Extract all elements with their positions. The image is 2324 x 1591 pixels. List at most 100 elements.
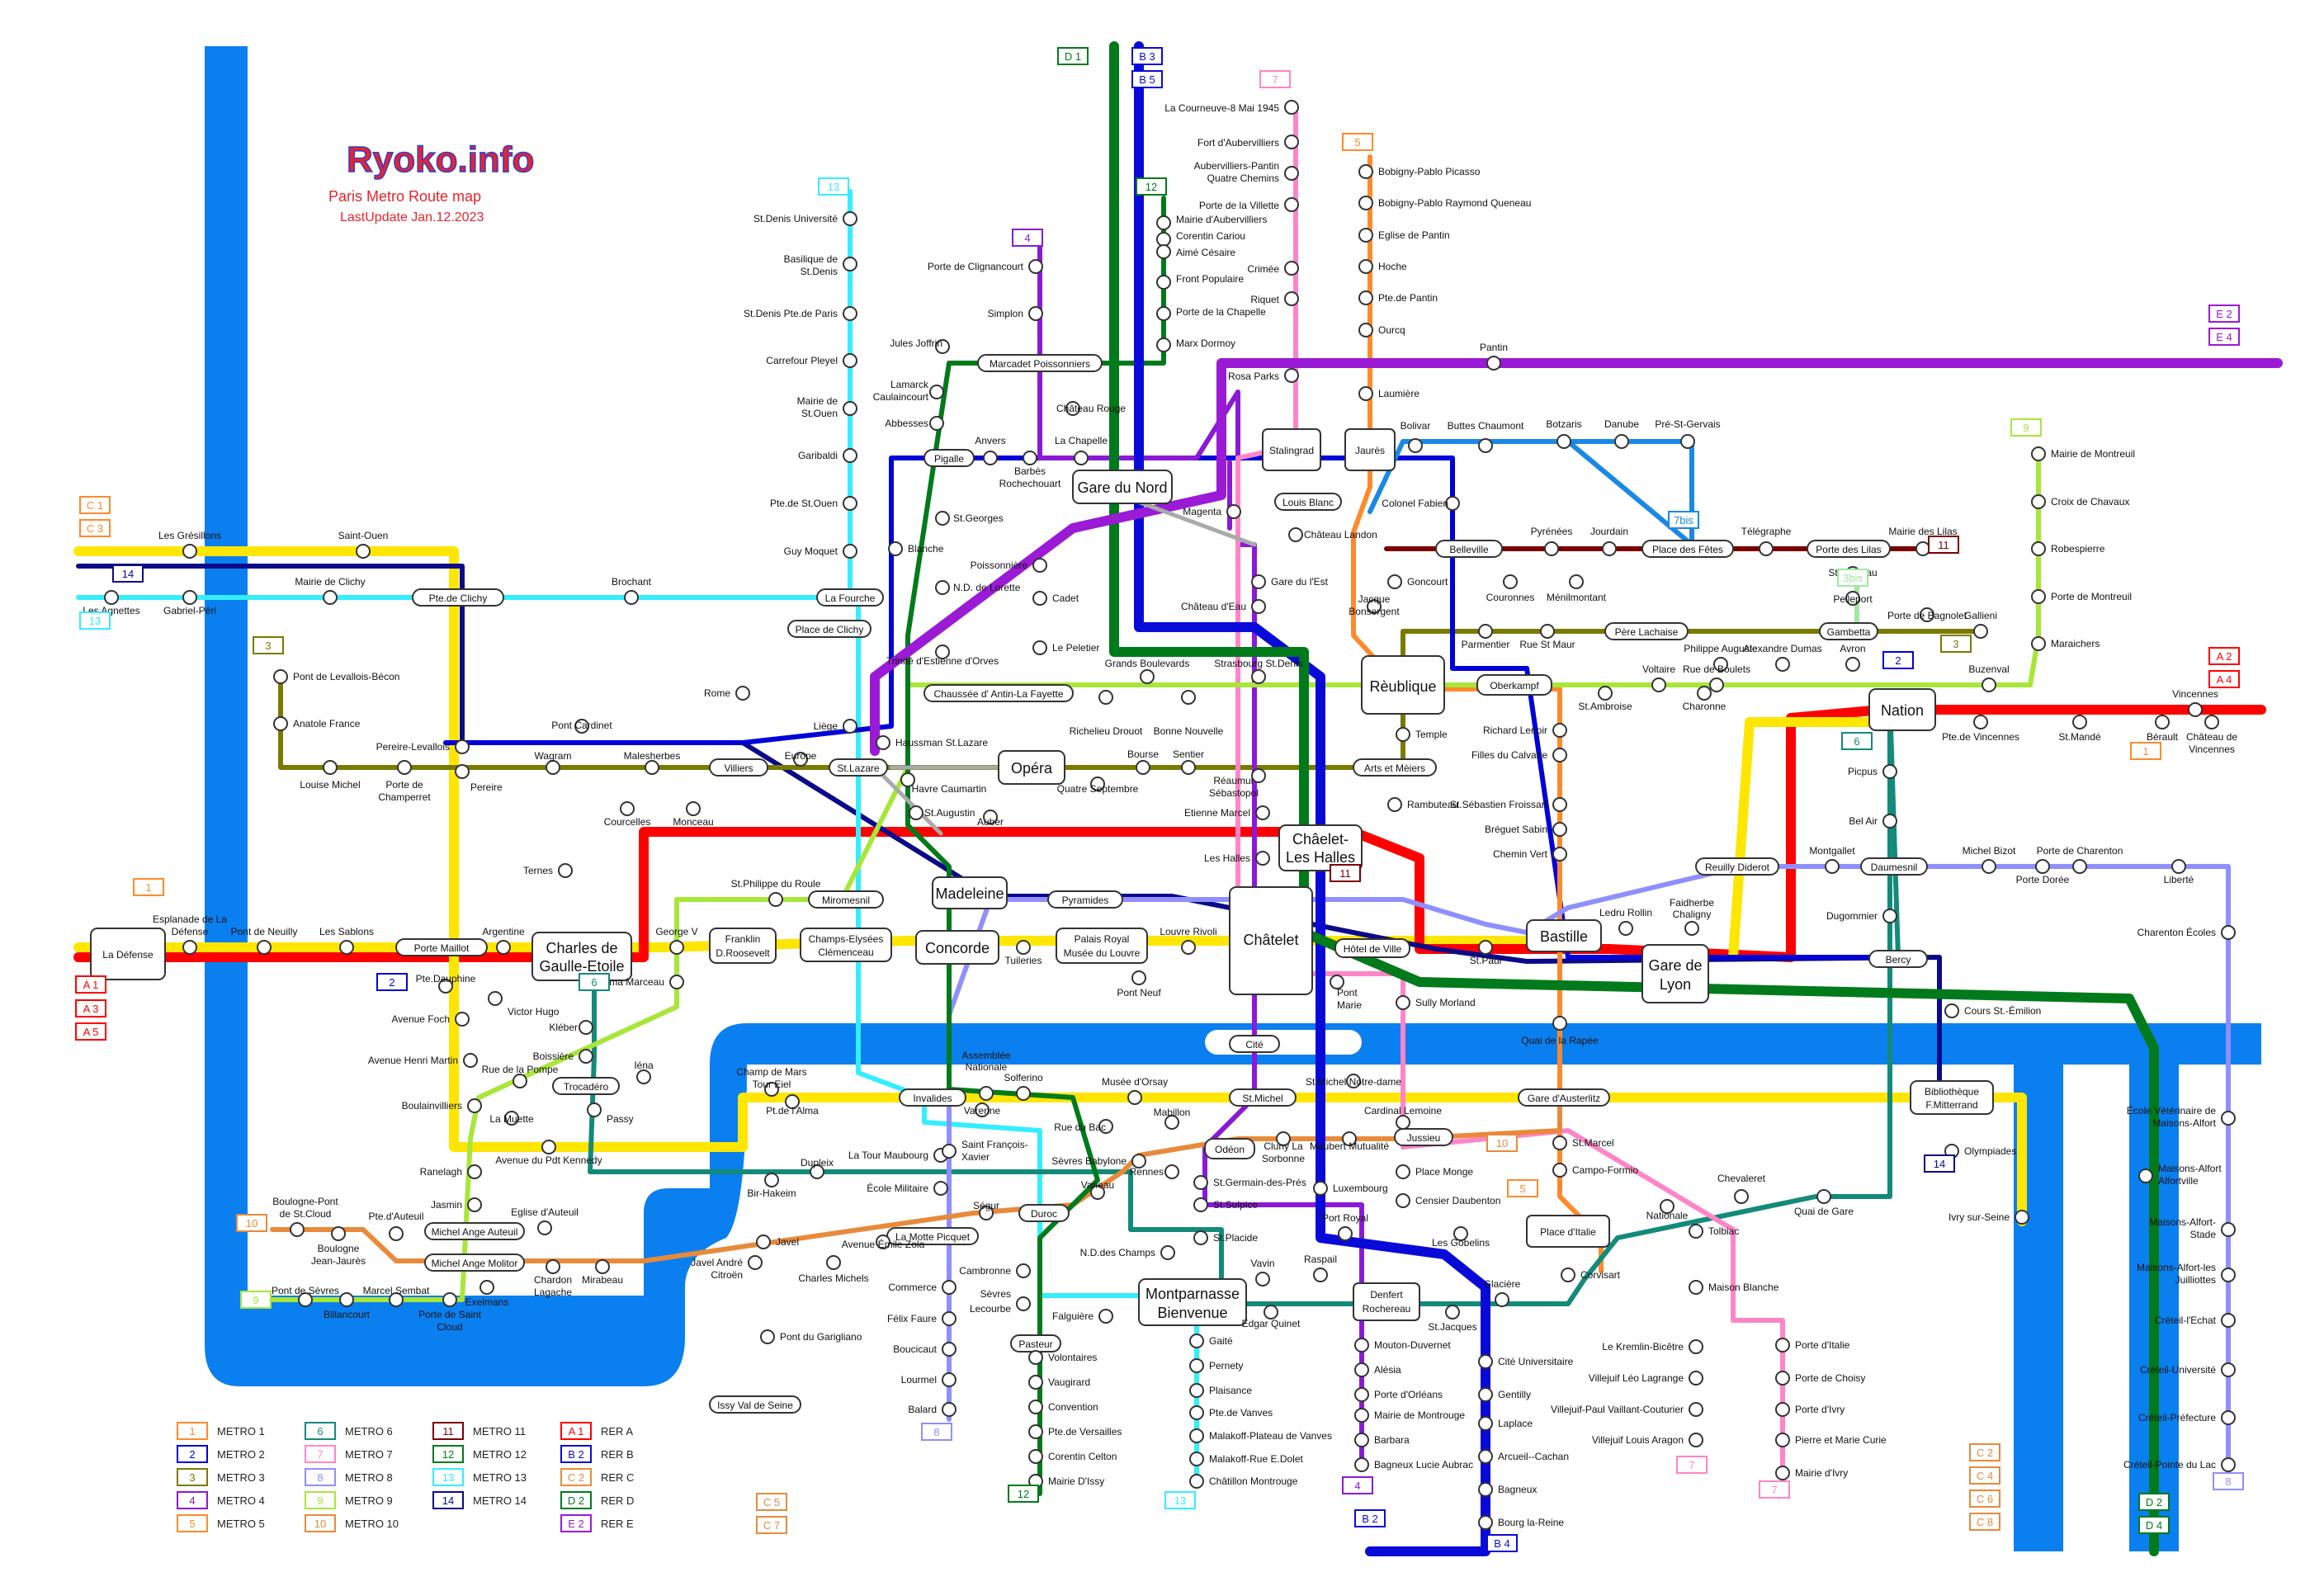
station-marker[interactable] — [876, 1235, 890, 1249]
station-marker[interactable] — [290, 1222, 305, 1237]
station-marker[interactable] — [513, 1074, 527, 1088]
station-champ-mars-1[interactable]: Champ de Mars — [736, 1066, 807, 1097]
station-marker[interactable] — [1164, 1115, 1179, 1130]
station-maraichers[interactable]: Maraichers — [2031, 636, 2100, 651]
station-marker[interactable] — [1552, 1135, 1567, 1150]
station-marker[interactable] — [1226, 504, 1241, 519]
station-marker[interactable] — [1478, 438, 1493, 453]
station-marker[interactable] — [1098, 1309, 1113, 1324]
station-marker[interactable] — [1313, 1268, 1328, 1282]
station-arcueil[interactable]: Arcueil--Cachan — [1478, 1449, 1569, 1464]
station-corvisart[interactable]: Corvisart — [1561, 1268, 1621, 1282]
station-strasbourg[interactable]: Strasbourg St.Denis — [1214, 658, 1303, 684]
station-charenton-ecoles[interactable]: Charenton Écoles — [2137, 925, 2236, 940]
station-brochant[interactable]: Brochant — [612, 576, 652, 605]
station-louise-michel[interactable]: Louise Michel — [300, 760, 361, 791]
station-laplace[interactable]: Laplace — [1478, 1416, 1533, 1431]
station-cardinal[interactable]: Cardinal Lemoine — [1364, 1105, 1442, 1130]
station-marker[interactable] — [2221, 1313, 2236, 1328]
station-goncourt[interactable]: Goncourt — [1387, 574, 1448, 589]
station-europe[interactable]: Europe — [785, 750, 817, 767]
station-st-marcel[interactable]: St.Marcel — [1552, 1135, 1614, 1150]
station-musee-orsay[interactable]: Musée d'Orsay — [1102, 1076, 1168, 1105]
station-pont-marie-1[interactable]: Pont — [1330, 975, 1358, 999]
pill-la-motte[interactable]: La Motte Picquet — [886, 1227, 979, 1245]
station-faidherbe-1[interactable]: Faidherbe — [1670, 897, 1714, 936]
station-marker[interactable] — [2015, 1210, 2029, 1225]
station-saint-ouen[interactable]: Saint-Ouen — [338, 530, 389, 559]
station-cluny-2[interactable]: Sorbonne — [1262, 1153, 1305, 1164]
station-botzaris[interactable]: Botzaris — [1546, 418, 1582, 449]
station-porte-champerret-2[interactable]: Champerret — [378, 791, 431, 803]
station-marker[interactable] — [1684, 921, 1699, 936]
station-marker[interactable] — [2072, 715, 2087, 729]
station-st-ambroise[interactable]: St.Ambroise — [1578, 686, 1632, 712]
station-liege[interactable]: Liège — [814, 719, 857, 734]
station-gare-est[interactable]: Gare du l'Est — [1251, 574, 1329, 589]
pill-odeon[interactable]: Odéon — [1204, 1138, 1255, 1159]
station-marker[interactable] — [843, 306, 857, 321]
station-pantin[interactable]: Pantin — [1480, 342, 1508, 371]
station-st-philippe[interactable]: St.Philippe du Roule — [731, 878, 821, 907]
station-buzenval[interactable]: Buzenval — [1968, 663, 2010, 692]
station-marker[interactable] — [182, 940, 197, 955]
station-danube[interactable]: Danube — [1604, 418, 1639, 449]
pill-michel-auteuil[interactable]: Michel Ange Auteuil — [424, 1222, 525, 1240]
station-tuileries[interactable]: Tuileries — [1005, 940, 1042, 966]
station-marker[interactable] — [488, 991, 503, 1006]
station-laumiere[interactable]: Laumière — [1358, 386, 1419, 401]
station-eglise-auteuil[interactable]: Eglise d'Auteuil — [511, 1206, 579, 1235]
station-st-jacques[interactable]: St.Jacques — [1428, 1305, 1477, 1333]
station-boulainvilliers[interactable]: Boulainvilliers — [402, 1098, 482, 1113]
pill-duroc[interactable]: Duroc — [1018, 1204, 1070, 1222]
station-marker[interactable] — [1396, 1193, 1410, 1208]
station-marker[interactable] — [2188, 702, 2203, 717]
station-marker[interactable] — [1552, 1163, 1567, 1178]
station-marker[interactable] — [636, 1069, 651, 1084]
station-javel-andre-1[interactable]: Javel André — [691, 1255, 763, 1270]
station-assemblee-2[interactable]: Nationale — [966, 1061, 1008, 1073]
station-marker[interactable] — [843, 211, 857, 226]
station-marker[interactable] — [1689, 1433, 1703, 1447]
station-grésillons[interactable]: Les Grésillons — [158, 530, 221, 559]
station-marker[interactable] — [1552, 797, 1567, 812]
pill-place-clichy[interactable]: Place de Clichy — [787, 620, 872, 638]
pill-chaussee[interactable]: Chaussée d' Antin-La Fayette — [923, 684, 1074, 702]
station-boulogne-jj-2[interactable]: Jean-Jaurès — [311, 1255, 366, 1267]
station-marker[interactable] — [1156, 306, 1171, 321]
station-marker[interactable] — [2221, 1362, 2236, 1377]
station-marker[interactable] — [1915, 541, 1930, 556]
station-convention[interactable]: Convention — [1028, 1400, 1098, 1414]
pill-hotel-ville[interactable]: Hôtel de Ville — [1334, 938, 1410, 958]
station-marker[interactable] — [1689, 1339, 1703, 1354]
station-marker[interactable] — [1181, 690, 1196, 705]
station-temple[interactable]: Temple — [1396, 727, 1448, 742]
hub-stalingrad[interactable]: Stalingrad — [1262, 428, 1321, 471]
station-chateau-vinc-2[interactable]: Vincennes — [2189, 744, 2235, 755]
station-bob-picasso[interactable]: Bobigny-Pablo Picasso — [1358, 164, 1481, 179]
station-marker[interactable] — [1358, 259, 1373, 274]
station-pte-auteuil[interactable]: Pte.d'Auteuil — [368, 1211, 424, 1241]
station-st-placide[interactable]: St.Placide — [1193, 1230, 1258, 1245]
station-javel-andre-2[interactable]: Citroën — [711, 1269, 743, 1281]
station-marker[interactable] — [1478, 1387, 1493, 1402]
station-garibaldi[interactable]: Garibaldi — [798, 448, 857, 463]
station-riquet[interactable]: Riquet — [1250, 291, 1299, 306]
station-boissiere[interactable]: Boissière — [533, 1049, 593, 1064]
station-mairie-aub[interactable]: Mairie d'Aubervilliers — [1156, 214, 1267, 230]
station-avenue-foch[interactable]: Avenue Foch — [392, 1012, 470, 1027]
station-exelmans[interactable]: Exelmans — [465, 1280, 509, 1308]
station-marker[interactable] — [1098, 1119, 1113, 1134]
station-marker[interactable] — [323, 590, 338, 605]
station-marker[interactable] — [541, 1140, 556, 1154]
station-marker[interactable] — [1408, 438, 1423, 453]
station-marker[interactable] — [1354, 1433, 1369, 1447]
station-marker[interactable] — [645, 760, 659, 775]
station-porte-doree[interactable]: Porte Dorée — [2016, 859, 2070, 885]
station-sully[interactable]: Sully Morland — [1396, 995, 1476, 1010]
station-marker[interactable] — [1552, 822, 1567, 837]
station-ecole-vet-1[interactable]: École Vétérinaire de — [2127, 1104, 2236, 1126]
station-basilique-1[interactable]: Basilique de — [784, 253, 857, 271]
station-marker[interactable] — [1131, 1154, 1146, 1168]
